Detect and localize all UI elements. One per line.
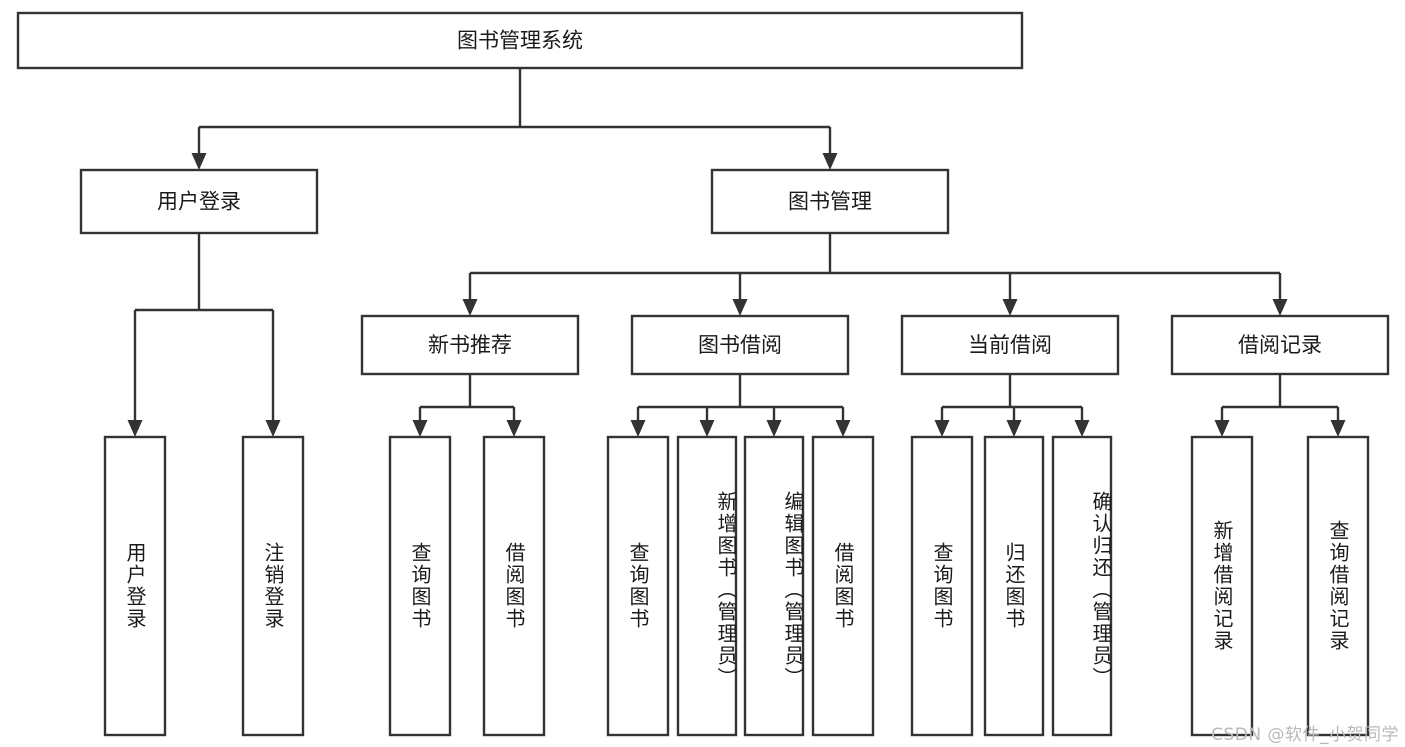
node-box-leaf-borrow-book-rec[interactable]: [482, 435, 546, 737]
arrow-head-icon: [1002, 299, 1018, 316]
node-leaf-add-record[interactable]: [1190, 435, 1254, 737]
node-root[interactable]: 图书管理系统: [16, 11, 1024, 70]
connector-recommend-to-leaves: [412, 374, 522, 437]
node-leaf-add-book-admin[interactable]: [676, 435, 738, 737]
arrow-head-icon: [1330, 420, 1346, 437]
node-box-leaf-borrow-book[interactable]: [811, 435, 875, 737]
node-leaf-borrow-book-rec[interactable]: [482, 435, 546, 737]
node-new-book-recommend[interactable]: 新书推荐: [360, 314, 580, 376]
node-box-current-borrow[interactable]: [900, 314, 1120, 376]
edges-layer: [127, 68, 1346, 437]
node-leaf-edit-book-admin[interactable]: [743, 435, 805, 737]
arrow-head-icon: [1074, 420, 1090, 437]
node-box-leaf-query-book-rec[interactable]: [388, 435, 452, 737]
node-box-leaf-query-record[interactable]: [1306, 435, 1370, 737]
node-label-user-login: 用户登录: [157, 190, 241, 214]
node-box-leaf-query-book[interactable]: [606, 435, 670, 737]
arrow-head-icon: [934, 420, 950, 437]
node-box-leaf-return-book[interactable]: [983, 435, 1045, 737]
node-box-user-login[interactable]: [79, 168, 319, 235]
node-leaf-borrow-book[interactable]: [811, 435, 875, 737]
node-book-manage[interactable]: 图书管理: [710, 168, 950, 235]
connector-root-to-level2: [191, 68, 838, 170]
node-borrow-record[interactable]: 借阅记录: [1170, 314, 1390, 376]
arrow-head-icon: [1272, 299, 1288, 316]
connector-borrow-to-leaves: [630, 374, 851, 437]
node-box-book-manage[interactable]: [710, 168, 950, 235]
node-leaf-query-book-rec[interactable]: [388, 435, 452, 737]
node-box-borrow-record[interactable]: [1170, 314, 1390, 376]
node-box-root[interactable]: [16, 11, 1024, 70]
arrow-head-icon: [1214, 420, 1230, 437]
arrow-head-icon: [506, 420, 522, 437]
node-leaf-query-record[interactable]: [1306, 435, 1370, 737]
node-box-leaf-user-login[interactable]: [103, 435, 167, 737]
node-box-leaf-add-book-admin[interactable]: [676, 435, 738, 737]
arrow-head-icon: [822, 153, 838, 170]
node-label-new-book-recommend: 新书推荐: [428, 333, 512, 357]
node-label-book-borrow: 图书借阅: [698, 333, 782, 357]
node-box-leaf-query-book-cur[interactable]: [910, 435, 974, 737]
arrow-head-icon: [630, 420, 646, 437]
arrow-head-icon: [462, 299, 478, 316]
node-label-book-manage: 图书管理: [788, 190, 872, 214]
arrow-head-icon: [699, 420, 715, 437]
connector-userlogin-to-leaves: [127, 233, 281, 437]
node-current-borrow[interactable]: 当前借阅: [900, 314, 1120, 376]
node-user-login[interactable]: 用户登录: [79, 168, 319, 235]
arrow-head-icon: [835, 420, 851, 437]
csdn-watermark: CSDN @软件_小贺同学: [1211, 725, 1399, 745]
connector-record-to-leaves: [1214, 374, 1346, 437]
node-leaf-return-book[interactable]: [983, 435, 1045, 737]
node-box-leaf-confirm-return-admin[interactable]: [1051, 435, 1113, 737]
node-box-leaf-add-record[interactable]: [1190, 435, 1254, 737]
node-leaf-logout[interactable]: [241, 435, 305, 737]
arrow-head-icon: [265, 420, 281, 437]
node-leaf-query-book[interactable]: [606, 435, 670, 737]
arrow-head-icon: [191, 153, 207, 170]
arrow-head-icon: [412, 420, 428, 437]
node-box-leaf-edit-book-admin[interactable]: [743, 435, 805, 737]
node-label-current-borrow: 当前借阅: [968, 333, 1052, 357]
arrow-head-icon: [732, 299, 748, 316]
node-box-leaf-logout[interactable]: [241, 435, 305, 737]
arrow-head-icon: [1006, 420, 1022, 437]
node-box-new-book-recommend[interactable]: [360, 314, 580, 376]
connector-bookmanage-to-level3: [462, 233, 1288, 316]
node-leaf-query-book-cur[interactable]: [910, 435, 974, 737]
node-label-root: 图书管理系统: [457, 29, 583, 53]
node-leaf-confirm-return-admin[interactable]: [1051, 435, 1113, 737]
arrow-head-icon: [766, 420, 782, 437]
node-book-borrow[interactable]: 图书借阅: [630, 314, 850, 376]
node-box-book-borrow[interactable]: [630, 314, 850, 376]
node-label-borrow-record: 借阅记录: [1238, 333, 1322, 357]
arrow-head-icon: [127, 420, 143, 437]
connector-current-to-leaves: [934, 374, 1090, 437]
node-leaf-user-login[interactable]: [103, 435, 167, 737]
